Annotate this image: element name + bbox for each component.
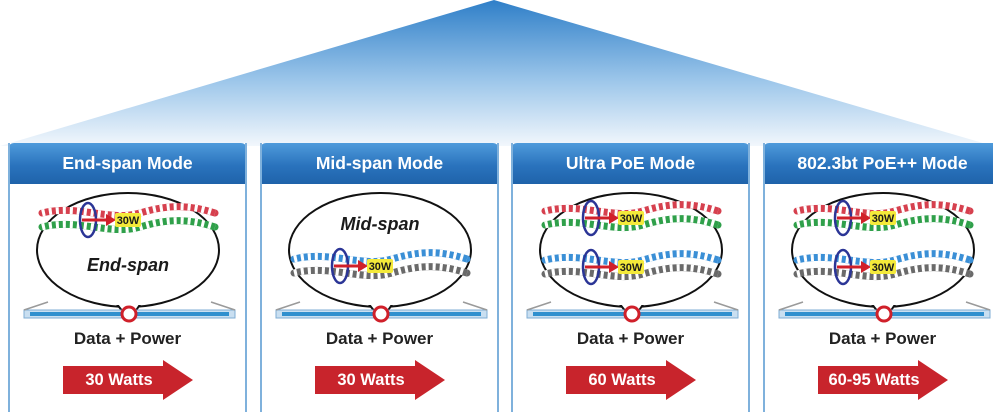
wire-pair-1: 30W <box>38 201 219 239</box>
wattage-label: 30W <box>872 262 895 274</box>
cable-strand <box>38 203 219 220</box>
power-arrow-icon <box>861 212 871 224</box>
watts-arrow <box>566 360 696 400</box>
cable-illustration: 30W 30W <box>778 192 991 323</box>
watts-arrow <box>818 360 948 400</box>
connector-icon <box>778 301 804 311</box>
power-arrow-icon <box>106 214 116 226</box>
panel-title: Mid-span Mode <box>262 143 497 184</box>
cable-strand <box>290 249 471 266</box>
power-label: Data + Power <box>576 329 685 348</box>
panel-title: Ultra PoE Mode <box>513 143 748 184</box>
injection-point-icon <box>875 305 893 323</box>
power-arrow-icon <box>609 212 619 224</box>
panel-title: End-span Mode <box>10 143 245 184</box>
connector-icon <box>462 301 488 311</box>
ethernet-cable <box>275 301 488 323</box>
mode-panel: 802.3bt PoE++ Mode 30W 30W Data + Power 60-9… <box>763 143 993 412</box>
cable-illustration: 30W Mid-span <box>275 192 488 323</box>
watts-label: 60-95 Watts <box>828 371 920 389</box>
power-label: Data + Power <box>73 329 182 348</box>
injection-point-icon <box>372 305 390 323</box>
power-arrow-icon <box>609 261 619 273</box>
panel-title: 802.3bt PoE++ Mode <box>765 143 993 184</box>
wire-pair-1: 30W <box>541 199 722 237</box>
wire-pair-2: 30W <box>793 248 974 286</box>
wattage-label: 30W <box>872 213 895 225</box>
cable-strand <box>793 250 974 267</box>
wattage-label: 30W <box>620 262 643 274</box>
bubble-label: Mid-span <box>341 214 420 234</box>
watts-label: 60 Watts <box>588 371 656 389</box>
cable-strand <box>793 264 974 281</box>
connector-icon <box>713 301 739 311</box>
connector-icon <box>526 301 552 311</box>
mode-panel: Ultra PoE Mode 30W 30W Data + Power 60 Watts <box>511 143 750 412</box>
ethernet-cable <box>23 301 236 323</box>
watts-label: 30 Watts <box>85 371 153 389</box>
power-arrow-icon <box>358 260 368 272</box>
connector-icon <box>210 301 236 311</box>
roof-graphic <box>0 0 993 146</box>
watts-arrow <box>315 360 445 400</box>
injection-point-icon <box>120 305 138 323</box>
power-arrow-icon <box>861 261 871 273</box>
ethernet-cable <box>526 301 739 323</box>
cable-strand <box>541 264 722 281</box>
cable-strand <box>793 215 974 232</box>
cable-strand <box>793 201 974 218</box>
wattage-label: 30W <box>369 261 392 273</box>
cable-strand <box>541 201 722 218</box>
connector-icon <box>965 301 991 311</box>
injection-point-icon <box>623 305 641 323</box>
wattage-label: 30W <box>117 215 140 227</box>
cable-strand <box>541 215 722 232</box>
cable-strand <box>541 250 722 267</box>
wire-pair-1: 30W <box>793 199 974 237</box>
watts-label: 30 Watts <box>337 371 405 389</box>
wire-pair-2: 30W <box>541 248 722 286</box>
connector-icon <box>275 301 301 311</box>
power-label: Data + Power <box>325 329 434 348</box>
connector-icon <box>23 301 49 311</box>
callout-bubble <box>288 192 472 308</box>
power-label: Data + Power <box>828 329 937 348</box>
cable-strand <box>290 263 471 280</box>
wattage-label: 30W <box>620 213 643 225</box>
ethernet-cable <box>778 301 991 323</box>
cable-illustration: 30W End-span <box>23 192 236 323</box>
watts-arrow <box>63 360 193 400</box>
bubble-label: End-span <box>87 255 169 275</box>
wire-pair-1: 30W <box>290 247 471 285</box>
cable-illustration: 30W 30W <box>526 192 739 323</box>
cable-strand <box>38 217 219 234</box>
